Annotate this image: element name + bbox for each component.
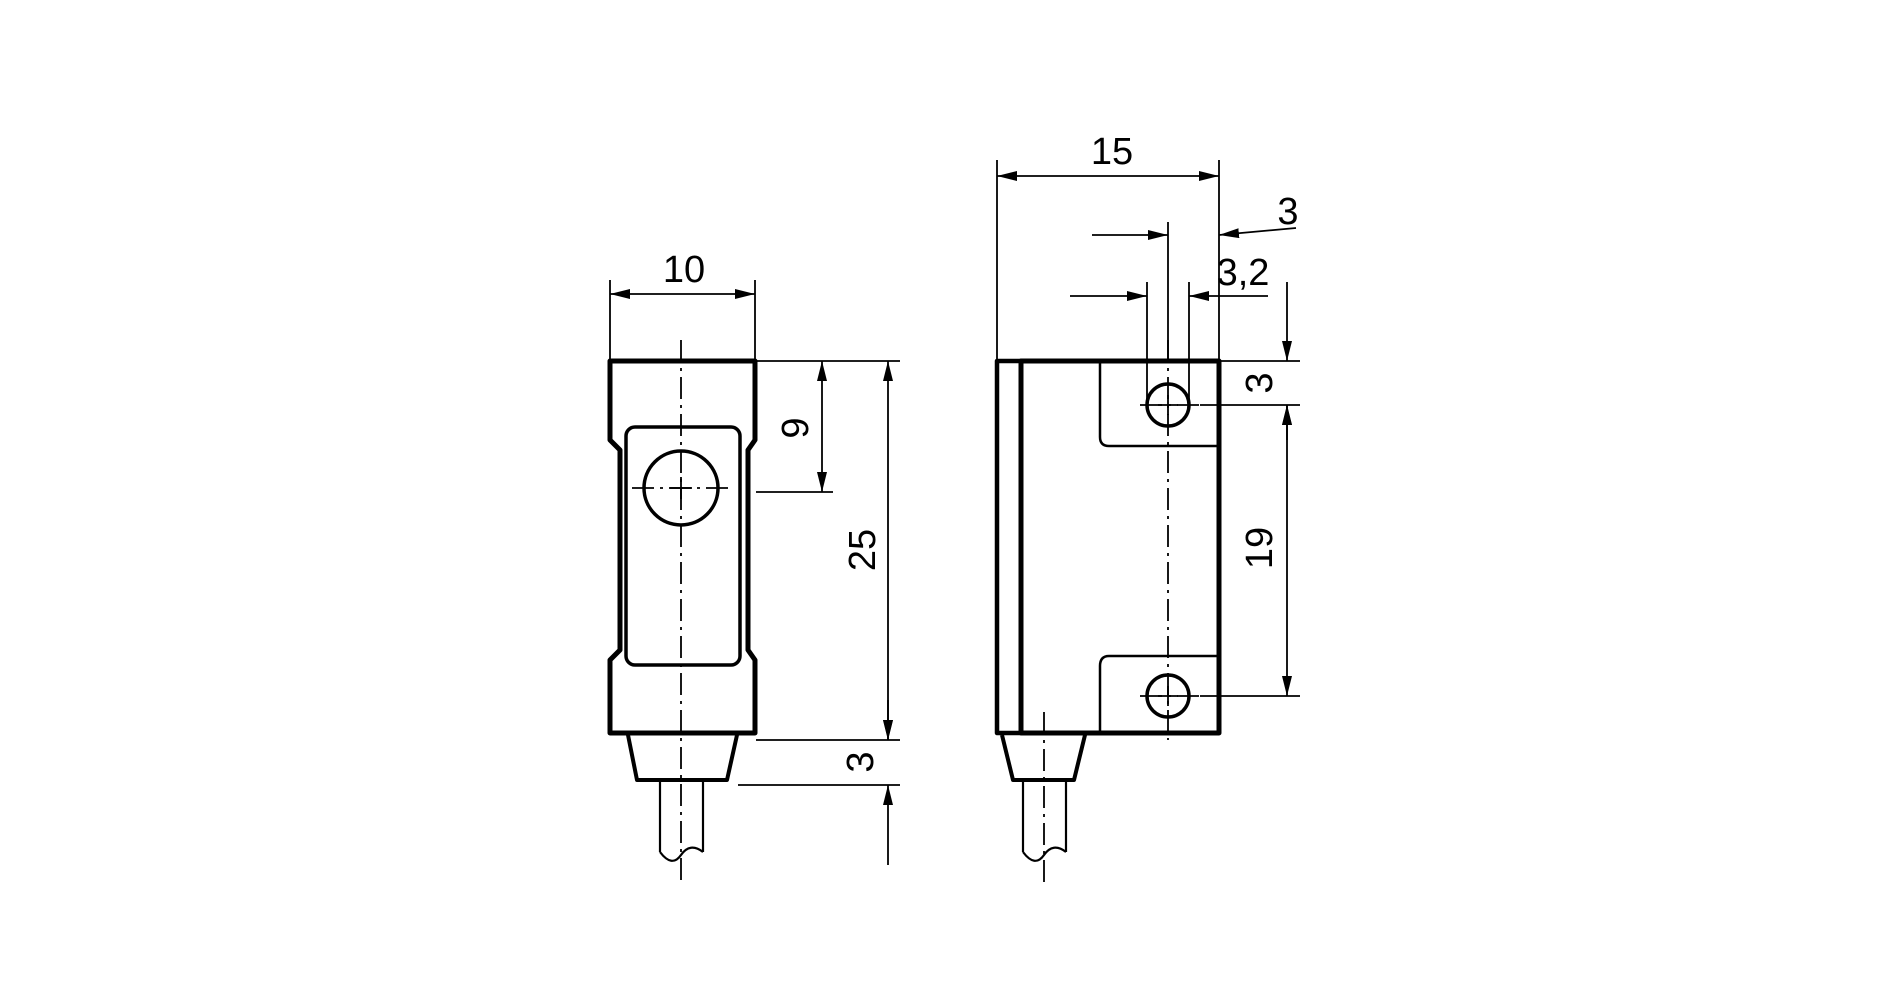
side-depth-label: 15 <box>1091 131 1133 173</box>
front-top-to-hole-label: 9 <box>775 417 817 438</box>
front-cable-gland <box>626 734 739 782</box>
side-top-to-hole-label: 3 <box>1239 372 1281 393</box>
side-cable <box>1021 782 1068 862</box>
front-housing-outline <box>607 358 758 736</box>
side-hole-spacing-label: 19 <box>1239 527 1281 569</box>
side-housing-outline <box>1018 358 1222 736</box>
front-sensor-window <box>624 425 742 667</box>
side-hole-dia-label: 3,2 <box>1217 252 1270 294</box>
front-cable <box>658 782 705 862</box>
side-offset-arrow-right <box>1218 227 1297 239</box>
side-view: 15 3 3,2 3 19 <box>994 131 1300 885</box>
front-cable-base-label: 3 <box>840 751 882 772</box>
side-bottom-mounting-boss <box>1098 654 1219 733</box>
front-view: 10 9 25 3 <box>607 249 900 885</box>
side-front-lip <box>994 358 1024 736</box>
front-height-label: 25 <box>842 529 884 571</box>
side-offset-label: 3 <box>1277 191 1298 233</box>
side-top-mounting-boss <box>1098 361 1219 448</box>
front-width-label: 10 <box>663 249 705 291</box>
